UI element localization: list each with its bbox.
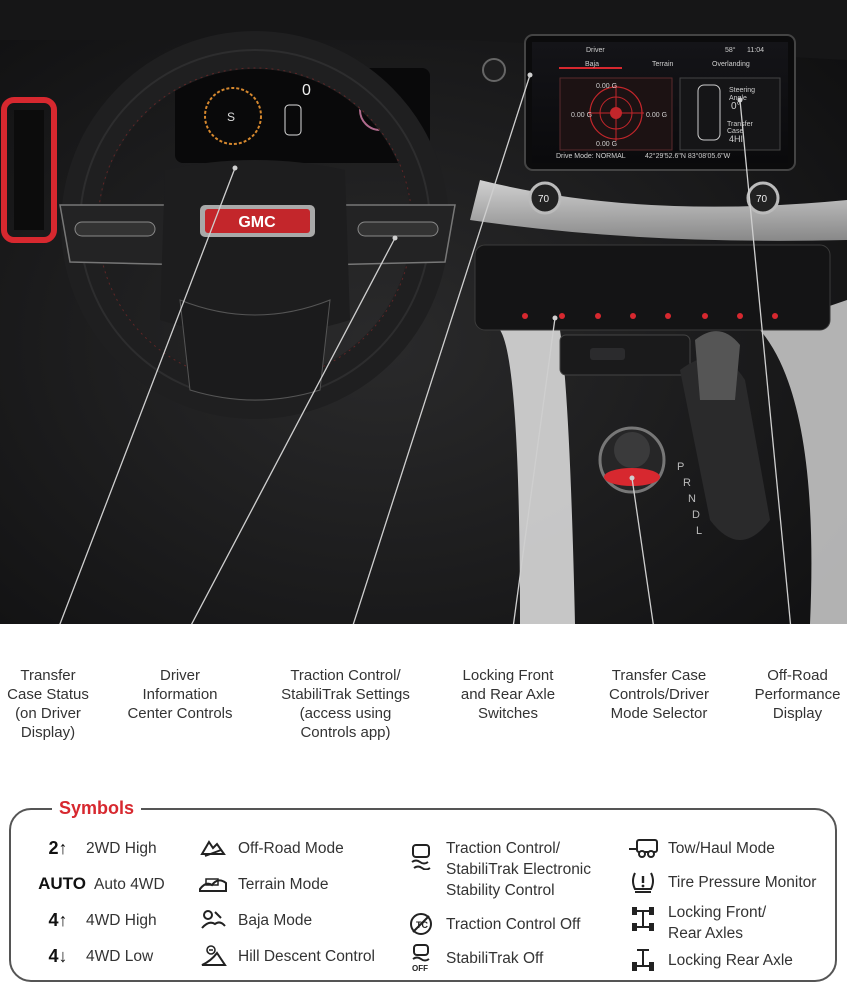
callout-transfer-case-controls: Transfer Case Controls/Driver Mode Selec… <box>608 667 710 722</box>
symbol-label: StabiliTrak Off <box>446 949 544 967</box>
symbol-label: Tow/Haul Mode <box>668 839 775 857</box>
hill-descent-control-icon <box>196 943 230 969</box>
svg-text:L: L <box>696 525 702 537</box>
symbol-label: 2WD High <box>86 839 157 857</box>
svg-text:Transfer: Transfer <box>727 121 753 128</box>
terrain-mode-icon <box>196 873 230 895</box>
svg-text:Case: Case <box>727 128 743 135</box>
svg-text:D: D <box>692 509 700 521</box>
gmc-logo: GMC <box>238 214 276 231</box>
svg-text:70: 70 <box>538 194 550 205</box>
callout-off-road-performance-display: Off-Road Performance Display <box>754 667 841 722</box>
symbol-label: 4WD Low <box>86 947 154 965</box>
baja-mode-icon <box>196 908 230 932</box>
symbol-label: Traction Control Off <box>446 915 581 933</box>
svg-text:S: S <box>227 110 235 124</box>
traction-control-off-icon: TC <box>404 911 438 937</box>
symbols-legend <box>9 808 837 982</box>
svg-text:0.00 G: 0.00 G <box>596 141 617 148</box>
tire-pressure-monitor-icon <box>626 869 660 895</box>
svg-text:11:04: 11:04 <box>747 47 764 54</box>
2wd-high-icon: 2↑ <box>48 837 68 858</box>
callout-driver-information-center-controls: Driver Information Center Controls <box>127 667 233 722</box>
svg-text:0°: 0° <box>731 101 741 112</box>
symbol-row-4wd-low: 4↓ 4WD Low <box>38 942 153 970</box>
auto-4wd-icon: AUTO <box>38 874 86 893</box>
symbols-title: Symbols <box>52 798 142 818</box>
symbol-label: Auto 4WD <box>94 875 165 893</box>
symbol-row-traction-control: Traction Control/ StabiliTrak Electronic… <box>404 838 591 906</box>
svg-text:Overlanding: Overlanding <box>712 61 750 68</box>
symbol-label: Baja Mode <box>238 911 313 929</box>
symbol-row-locking-front-rear-axles: Locking Front/ Rear Axles <box>626 902 766 948</box>
svg-text:N: N <box>688 493 696 505</box>
symbol-row-tow-haul-mode: Tow/Haul Mode <box>626 834 775 862</box>
symbol-row-4wd-high: 4↑ 4WD High <box>38 906 157 934</box>
symbol-row-hill-descent-control: Hill Descent Control <box>196 942 375 970</box>
symbol-row-baja-mode: Baja Mode <box>196 906 312 934</box>
svg-text:P: P <box>677 461 684 473</box>
symbol-row-auto-4wd: AUTO Auto 4WD <box>38 870 165 898</box>
symbol-row-locking-rear-axle: Locking Rear Axle <box>626 946 793 974</box>
4wd-high-icon: 4↑ <box>48 909 68 930</box>
svg-text:0.00 G: 0.00 G <box>596 83 617 90</box>
symbol-label: Off-Road Mode <box>238 839 344 857</box>
locking-rear-axle-icon <box>626 946 660 974</box>
symbol-label: Hill Descent Control <box>238 947 375 965</box>
svg-text:0: 0 <box>302 82 311 99</box>
symbol-label: Traction Control/ StabiliTrak Electronic… <box>446 840 592 899</box>
svg-text:4HI: 4HI <box>729 134 743 144</box>
symbol-label: Terrain Mode <box>238 875 329 893</box>
callout-traction-control-settings: Traction Control/ StabiliTrak Settings (… <box>281 667 410 741</box>
symbol-row-tire-pressure-monitor: Tire Pressure Monitor <box>626 868 816 896</box>
tow-haul-mode-icon <box>626 837 660 859</box>
svg-text:TC: TC <box>416 920 428 930</box>
svg-text:Steering: Steering <box>729 87 755 94</box>
svg-text:58°: 58° <box>725 46 736 54</box>
locking-front-rear-axles-icon <box>626 904 660 934</box>
svg-text:Driver: Driver <box>586 47 605 54</box>
symbol-label: Locking Front/ Rear Axles <box>668 904 767 942</box>
symbol-row-terrain-mode: Terrain Mode <box>196 870 328 898</box>
symbol-row-2wd-high: 2↑ 2WD High <box>38 834 157 862</box>
svg-text:Terrain: Terrain <box>652 61 674 68</box>
symbol-label: 4WD High <box>86 911 157 929</box>
symbol-label: Locking Rear Axle <box>668 951 793 969</box>
callout-transfer-case-status: Transfer Case Status (on Driver Display) <box>7 667 89 741</box>
svg-text:Baja: Baja <box>585 61 599 68</box>
svg-text:70: 70 <box>756 194 768 205</box>
svg-text:42°29'52.6"N 83°08'05.6"W: 42°29'52.6"N 83°08'05.6"W <box>645 152 731 160</box>
svg-text:OFF: OFF <box>412 964 428 973</box>
stabilitrak-off-icon: OFF <box>404 943 438 973</box>
svg-text:0.00 G: 0.00 G <box>646 112 667 119</box>
svg-text:R: R <box>683 477 691 489</box>
callout-locking-axle-switches: Locking Front and Rear Axle Switches <box>460 667 556 722</box>
symbol-row-stabilitrak-off: OFF StabiliTrak Off <box>404 943 544 973</box>
symbol-row-traction-control-off: TC Traction Control Off <box>404 910 580 938</box>
svg-text:Drive Mode: NORMAL: Drive Mode: NORMAL <box>556 153 626 160</box>
traction-control-icon <box>404 842 438 870</box>
off-road-mode-icon <box>196 836 230 860</box>
svg-text:0.00 G: 0.00 G <box>571 112 592 119</box>
symbol-label: Tire Pressure Monitor <box>668 873 817 891</box>
4wd-low-icon: 4↓ <box>48 945 68 966</box>
symbol-row-off-road-mode: Off-Road Mode <box>196 834 344 862</box>
